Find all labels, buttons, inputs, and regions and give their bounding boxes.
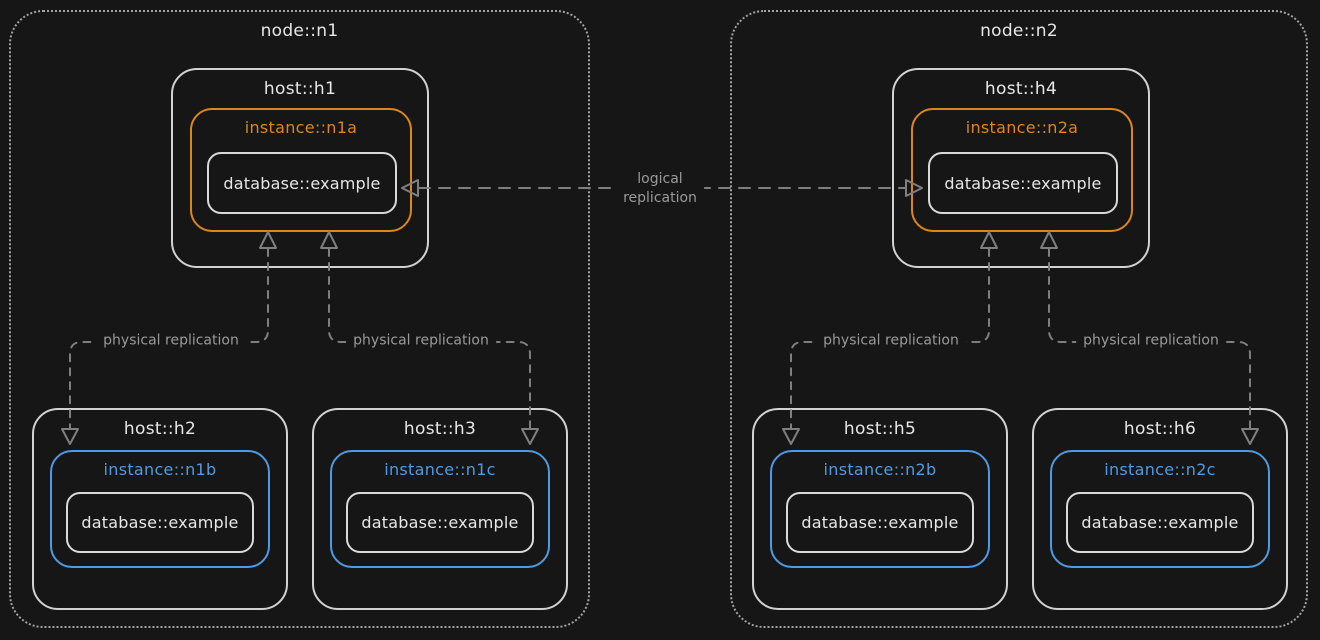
logical-replication-label: logical replication (616, 169, 704, 209)
instance-n1b-title: instance::n1b (103, 460, 217, 479)
node-n2-title: node::n2 (980, 21, 1058, 41)
node-n2-box: node::n2 (730, 10, 1308, 628)
physical-replication-label-h5: physical replication (816, 330, 966, 352)
physical-replication-label-h2: physical replication (96, 330, 246, 352)
host-h2-title: host::h2 (123, 419, 197, 439)
host-h1-box: host::h1 (171, 68, 429, 268)
instance-n2b-box: instance::n2b (770, 450, 990, 568)
instance-n1c-title: instance::n1c (384, 460, 496, 479)
database-example-h1: database::example (207, 152, 397, 214)
instance-n1b-box: instance::n1b (50, 450, 270, 568)
physical-replication-label-h6: physical replication (1076, 330, 1226, 352)
physical-replication-label-h3: physical replication (346, 330, 496, 352)
host-h4-title: host::h4 (984, 79, 1058, 99)
instance-n1c-box: instance::n1c (330, 450, 550, 568)
instance-n2a-box: instance::n2a (911, 108, 1133, 232)
instance-n2c-title: instance::n2c (1104, 460, 1216, 479)
instance-n2c-box: instance::n2c (1050, 450, 1270, 568)
host-h3-title: host::h3 (403, 419, 477, 439)
node-n1-box: node::n1 (9, 10, 590, 628)
database-example-h6: database::example (1066, 492, 1254, 553)
host-h5-title: host::h5 (843, 419, 917, 439)
instance-n2a-title: instance::n2a (965, 118, 1079, 137)
instance-n1a-title: instance::n1a (244, 118, 358, 137)
database-example-h4: database::example (928, 152, 1118, 214)
host-h4-box: host::h4 (892, 68, 1150, 268)
host-h1-title: host::h1 (263, 79, 337, 99)
database-example-h5: database::example (786, 492, 974, 553)
database-example-h3: database::example (346, 492, 534, 553)
instance-n1a-box: instance::n1a (190, 108, 412, 232)
node-n1-title: node::n1 (260, 21, 339, 41)
host-h6-title: host::h6 (1123, 419, 1197, 439)
instance-n2b-title: instance::n2b (823, 460, 937, 479)
database-example-h2: database::example (66, 492, 254, 553)
